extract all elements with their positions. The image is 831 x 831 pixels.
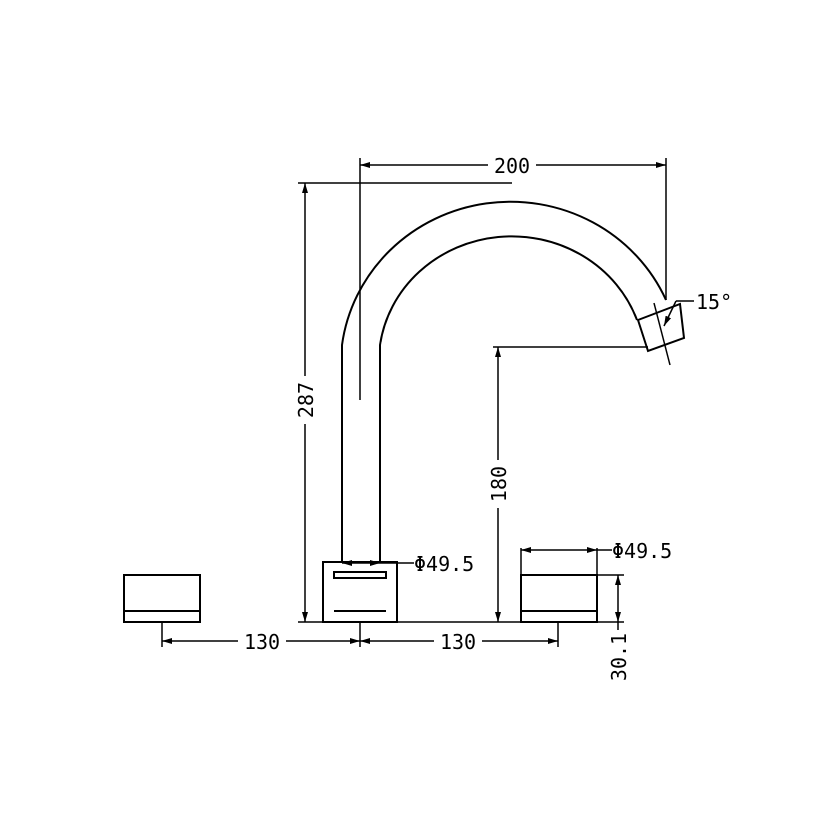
dim-spout-base-diameter-label: Φ49.5: [414, 552, 474, 576]
dim-left-spacing: 130: [161, 622, 361, 654]
dim-spout-reach: 200: [359, 152, 667, 400]
dim-outlet-height-label: 180: [487, 466, 511, 502]
dim-handle-diameter-label: Φ49.5: [612, 539, 672, 563]
spout: [341, 200, 686, 563]
dim-right-spacing-label: 130: [440, 630, 476, 654]
dim-spout-angle-label: 15°: [696, 290, 732, 314]
left-handle: [123, 574, 201, 623]
dim-left-spacing-label: 130: [244, 630, 280, 654]
dim-right-spacing: 130: [360, 622, 559, 654]
dim-total-height-label: 287: [294, 382, 318, 418]
dim-spout-reach-label: 200: [494, 154, 530, 178]
dim-spout-base-diameter: Φ49.5: [342, 552, 474, 576]
spout-outlet: [636, 302, 686, 353]
dim-handle-height: 30.1: [597, 574, 631, 681]
dim-outlet-height: 180: [397, 346, 648, 623]
right-handle: [520, 574, 598, 623]
dim-total-height: 287: [292, 182, 512, 623]
dim-handle-diameter: Φ49.5: [520, 539, 672, 575]
spout-base: [322, 561, 398, 623]
dim-spout-angle: 15°: [653, 290, 732, 366]
dim-handle-height-label: 30.1: [607, 633, 631, 681]
